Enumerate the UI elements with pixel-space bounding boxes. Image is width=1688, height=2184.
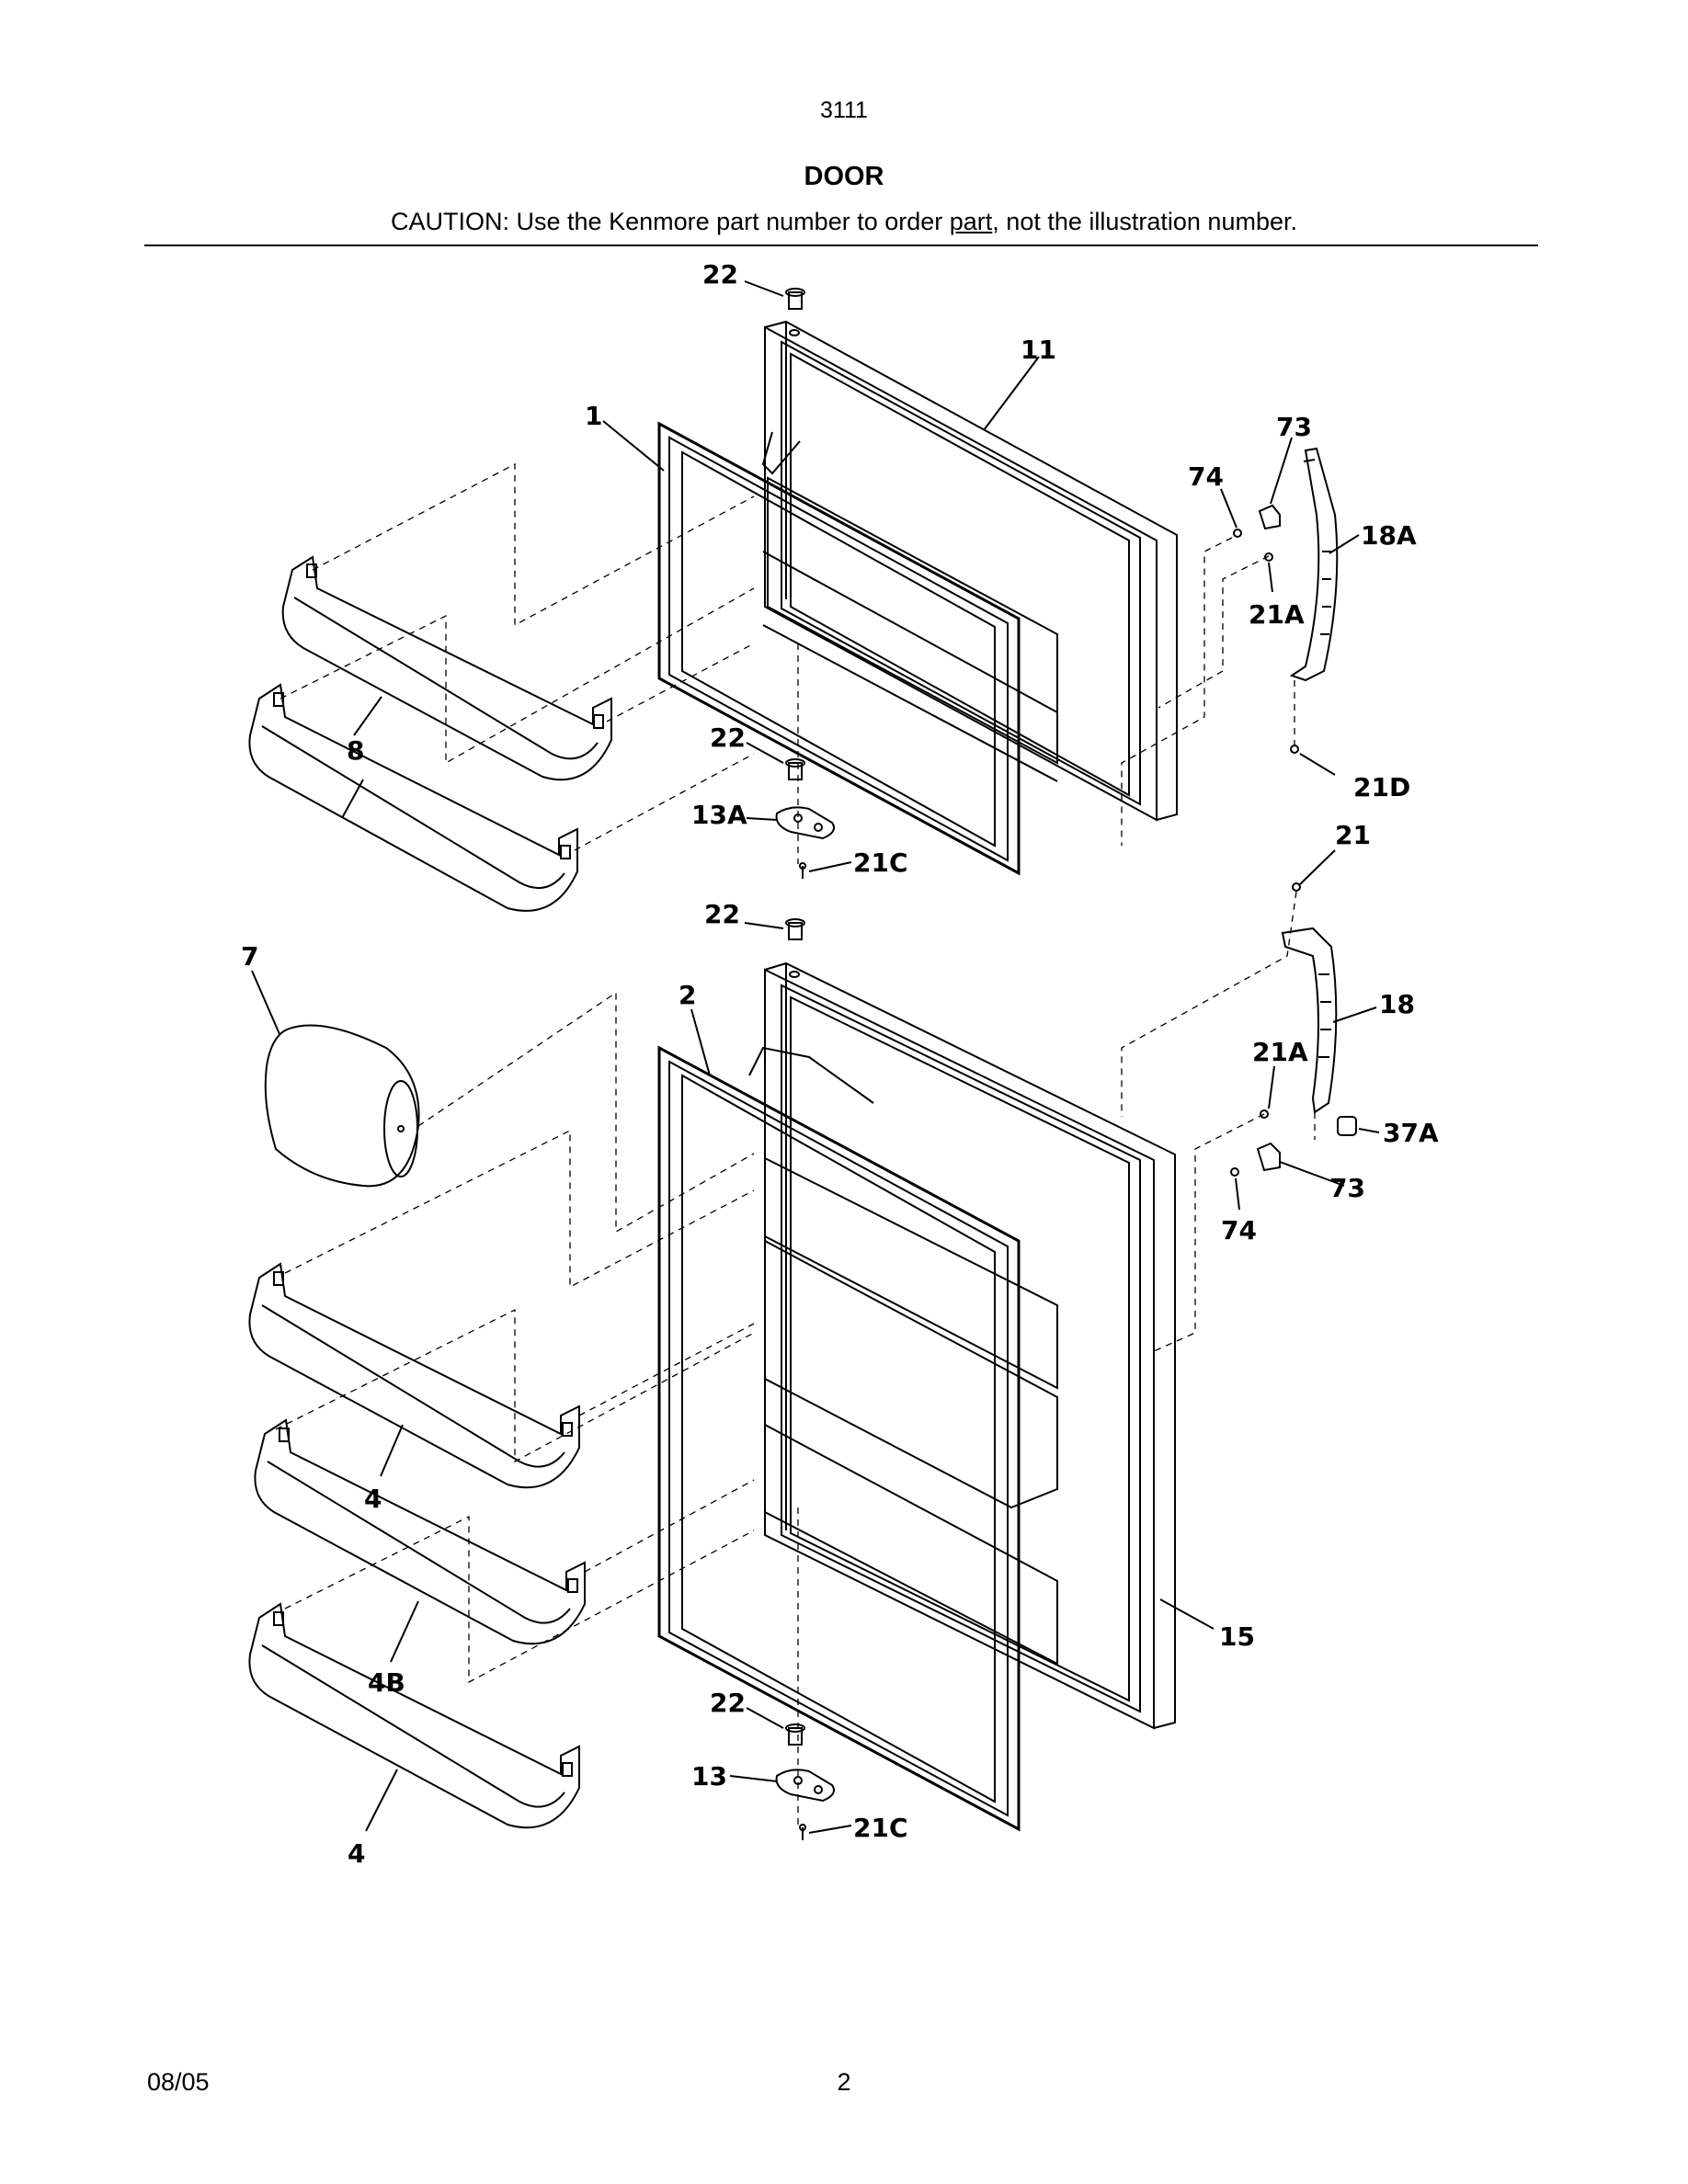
callout-21A-bot: 21A xyxy=(1252,1037,1308,1067)
fresh-screw-21 xyxy=(1292,882,1301,892)
callout-13A: 13A xyxy=(691,800,747,830)
callout-13: 13 xyxy=(691,1761,727,1792)
callout-8: 8 xyxy=(347,735,364,766)
fresh-handle-cap-73 xyxy=(1256,1142,1281,1172)
callout-leader-lines xyxy=(251,280,1380,1834)
callout-15: 15 xyxy=(1219,1621,1255,1652)
model-number: 3111 xyxy=(820,97,868,123)
callout-1: 1 xyxy=(585,401,602,431)
freezer-shelf-rail-8a xyxy=(281,555,612,781)
callout-73-top: 73 xyxy=(1276,412,1312,442)
freezer-handle-cap-73 xyxy=(1258,504,1281,530)
fresh-handle-cap-37A xyxy=(1337,1116,1357,1136)
callout-2: 2 xyxy=(679,980,696,1010)
fresh-shelf-rail-4b xyxy=(254,1418,586,1645)
fresh-shelf-rail-4a xyxy=(248,1262,580,1489)
header-rule xyxy=(144,245,1538,246)
freezer-shelf-rail-8b xyxy=(248,683,578,912)
callout-73-bot: 73 xyxy=(1329,1173,1365,1203)
callout-4-top: 4 xyxy=(364,1484,382,1514)
callout-21C-bot: 21C xyxy=(853,1813,908,1843)
callout-11: 11 xyxy=(1021,335,1056,365)
caution-prefix: CAUTION: Use the Kenmore part number to … xyxy=(391,208,950,235)
callout-4-bot: 4 xyxy=(348,1838,365,1869)
fresh-food-door-gasket-2 xyxy=(657,1045,1021,1832)
fresh-shelf-rail-4c xyxy=(248,1602,580,1829)
callout-37A: 37A xyxy=(1383,1118,1439,1148)
freezer-door-gasket-1 xyxy=(657,421,1021,876)
footer-date: 08/05 xyxy=(147,2068,210,2096)
fresh-bottom-hinge-13 xyxy=(775,1769,835,1803)
caution-note: CAUTION: Use the Kenmore part number to … xyxy=(0,208,1688,236)
freezer-handle-18A xyxy=(1289,447,1339,682)
callout-74-top: 74 xyxy=(1188,461,1224,492)
callout-4B: 4B xyxy=(368,1667,405,1698)
page-title: DOOR xyxy=(804,162,884,191)
fresh-screw-21C xyxy=(799,1824,806,1840)
page-number: 2 xyxy=(837,2068,851,2096)
callout-22-top: 22 xyxy=(702,259,738,290)
callout-22-mid1: 22 xyxy=(710,722,746,753)
callout-21: 21 xyxy=(1335,820,1371,850)
freezer-hinge-pin-22-mid xyxy=(785,758,805,780)
callout-21D: 21D xyxy=(1353,772,1410,802)
freezer-door-outer-11 xyxy=(761,320,1178,822)
freezer-hinge-pin-22-top xyxy=(785,288,805,310)
caution-suffix: , not the illustration number. xyxy=(992,208,1297,235)
callout-21A-top: 21A xyxy=(1249,599,1305,630)
callout-21C-top: 21C xyxy=(853,847,908,878)
fresh-screw-74 xyxy=(1230,1167,1239,1177)
fresh-hinge-pin-22-mid xyxy=(785,918,805,940)
fresh-screw-21A xyxy=(1260,1109,1269,1119)
freezer-screw-74 xyxy=(1233,529,1242,538)
fresh-handle-18 xyxy=(1281,927,1338,1114)
freezer-screw-21D xyxy=(1290,745,1299,754)
callout-22-bot: 22 xyxy=(710,1688,746,1718)
caution-underlined-word: part xyxy=(949,208,993,235)
fresh-hinge-pin-22-bot xyxy=(785,1723,805,1746)
fresh-food-door-outer-15 xyxy=(748,961,1176,1730)
freezer-bottom-hinge-13A xyxy=(775,806,835,840)
callout-18A: 18A xyxy=(1361,520,1417,551)
callout-22-mid2: 22 xyxy=(704,899,740,929)
callout-18: 18 xyxy=(1379,989,1415,1019)
freezer-screw-21A xyxy=(1264,552,1273,562)
assembly-dashed-lines xyxy=(275,462,1316,1829)
dairy-bin-7 xyxy=(264,1024,420,1188)
freezer-screw-21C xyxy=(799,862,806,879)
callout-7: 7 xyxy=(241,941,258,972)
callout-74-bot: 74 xyxy=(1221,1215,1257,1246)
